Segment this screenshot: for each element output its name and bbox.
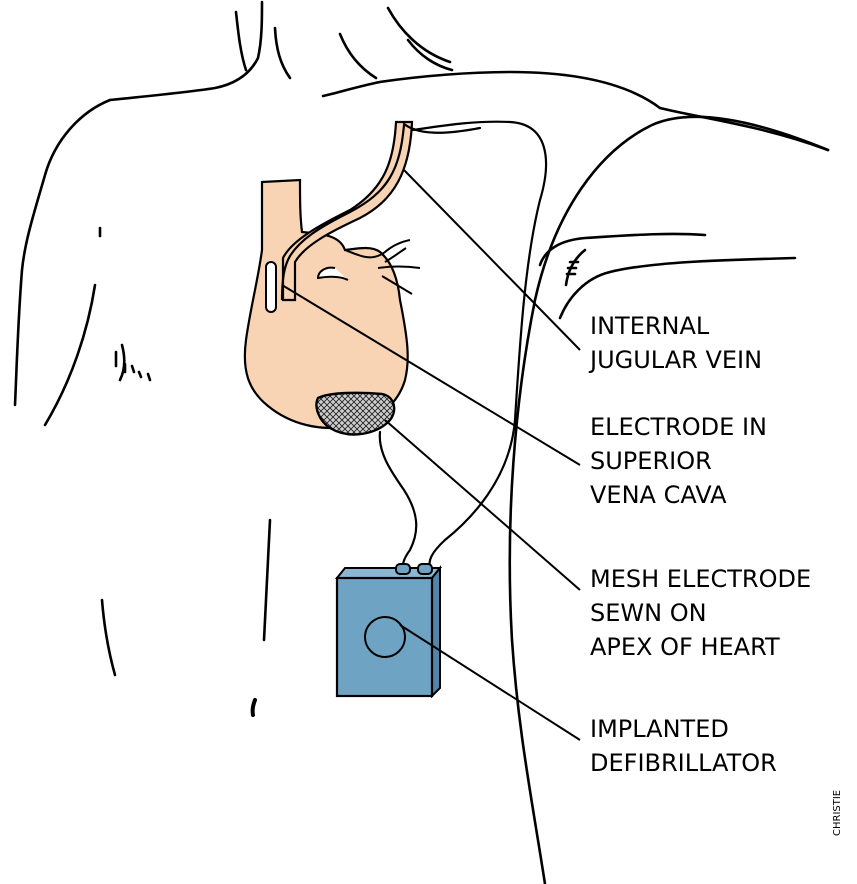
svc-electrode [266,262,276,312]
label-line: INTERNAL [590,309,762,343]
label-line: VENA CAVA [590,478,767,512]
label-mesh-electrode: MESH ELECTRODE SEWN ON APEX OF HEART [590,562,811,664]
label-line: SEWN ON [590,596,811,630]
label-implanted-defibrillator: IMPLANTED DEFIBRILLATOR [590,712,777,780]
label-line: JUGULAR VEIN [590,343,762,377]
label-line: APEX OF HEART [590,630,811,664]
defibrillator-device [337,564,440,696]
label-electrode-in-svc: ELECTRODE IN SUPERIOR VENA CAVA [590,410,767,512]
label-line: MESH ELECTRODE [590,562,811,596]
label-line: ELECTRODE IN [590,410,767,444]
label-line: SUPERIOR [590,444,767,478]
artist-credit: CHRISTIE [832,790,843,836]
label-line: IMPLANTED [590,712,777,746]
label-internal-jugular-vein: INTERNAL JUGULAR VEIN [590,309,762,377]
label-line: DEFIBRILLATOR [590,746,777,780]
